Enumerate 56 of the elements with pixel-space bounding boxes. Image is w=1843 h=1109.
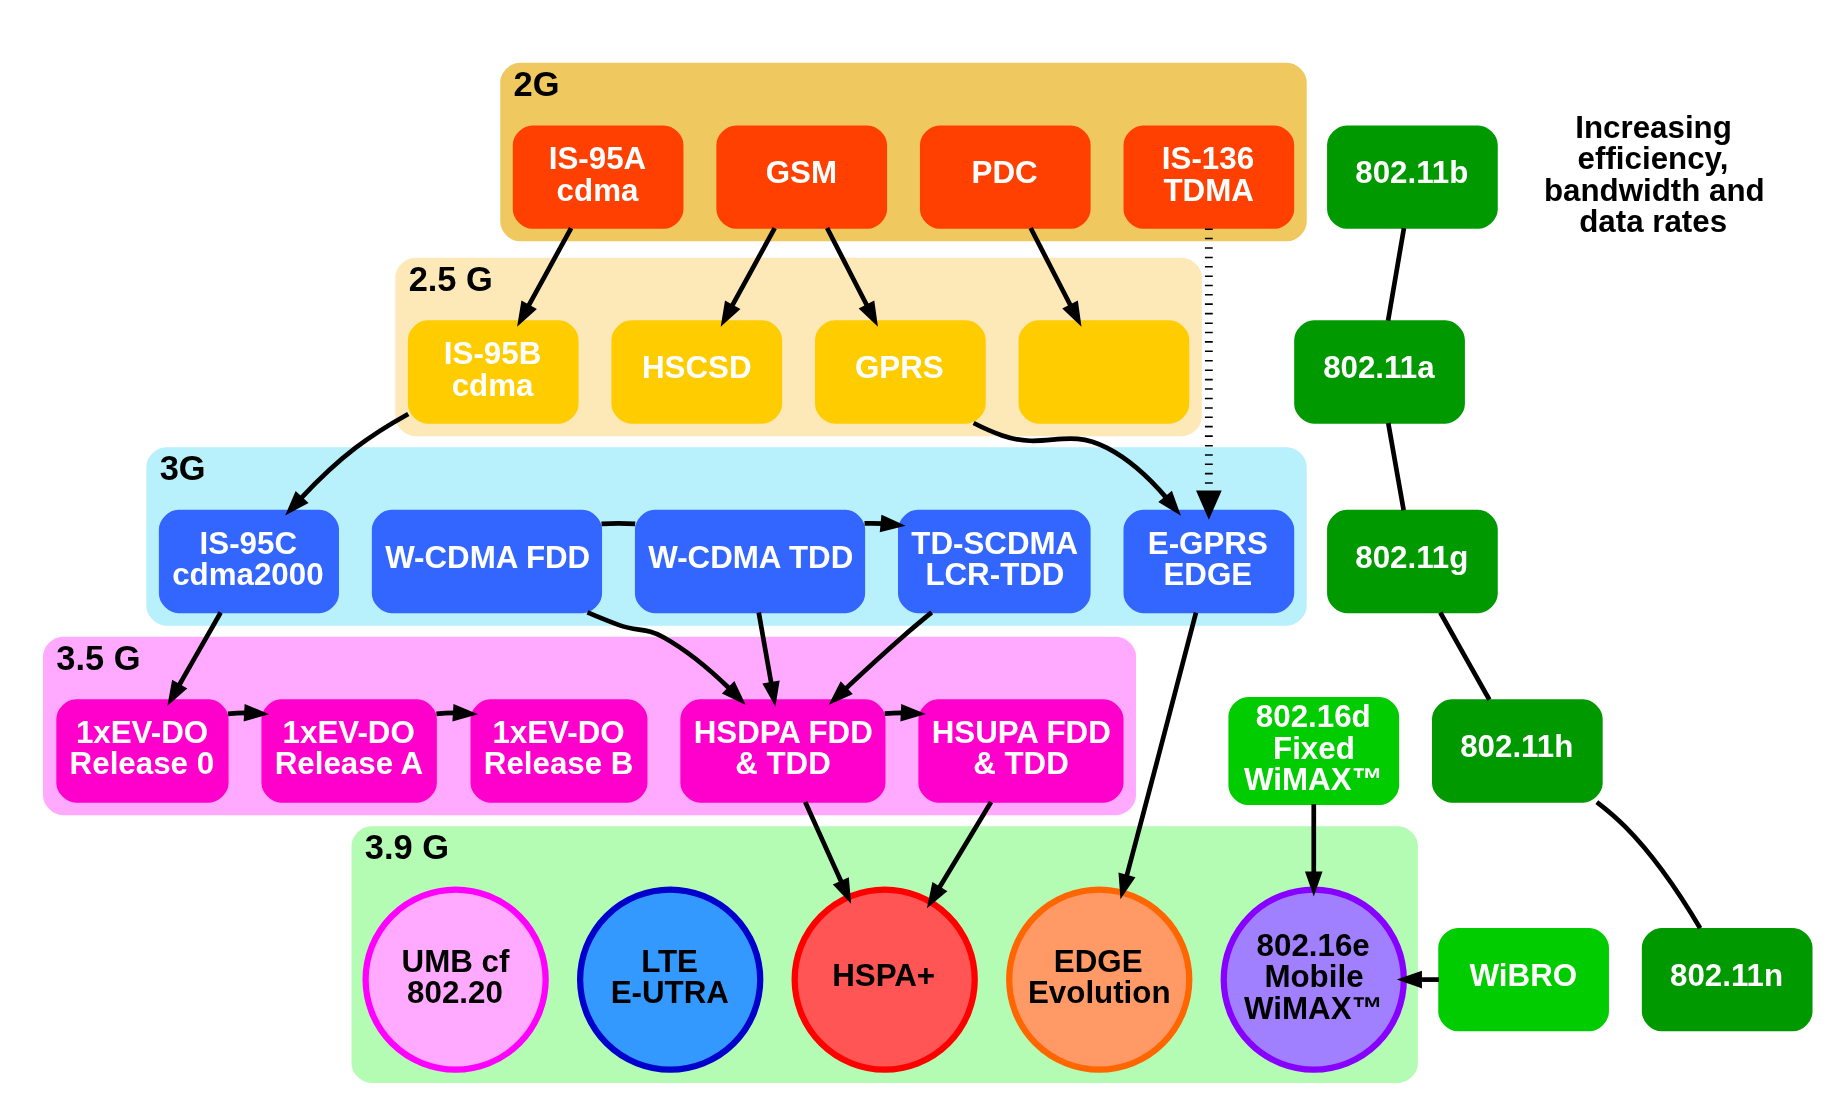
node-box: HSDPA FDD & TDD (680, 699, 886, 803)
node-box: 802.11a (1294, 320, 1465, 424)
node-box: IS-95C cdma2000 (158, 509, 339, 614)
connector (1385, 422, 1406, 511)
arrow (828, 610, 934, 705)
arrow (1396, 970, 1439, 989)
node-box: TD-SCDMA LCR-TDD (898, 509, 1091, 614)
node-box: IS-95B cdma (407, 320, 579, 424)
arrow (285, 411, 410, 516)
node-box: HSUPA FDD & TDD (918, 699, 1124, 803)
arrow (1028, 226, 1082, 327)
arrow (884, 703, 926, 722)
connector (1595, 800, 1703, 930)
node-box: W-CDMA FDD (371, 509, 603, 614)
node-box: 1xEV-DO Release A (261, 699, 437, 803)
arrow (1304, 804, 1323, 897)
node-box (1018, 320, 1190, 424)
node-box: HSCSD (611, 320, 783, 424)
arrow (436, 703, 478, 722)
arrow (756, 612, 780, 707)
arrow (167, 611, 223, 706)
node-box: 1xEV-DO Release 0 (56, 699, 229, 803)
arrow (972, 420, 1181, 516)
node-box: 1xEV-DO Release B (470, 699, 648, 803)
node-box: 802.11g (1327, 509, 1498, 614)
arrow (1196, 228, 1222, 520)
node-box: WiBRO (1438, 927, 1609, 1032)
arrow (926, 800, 994, 909)
node-box: 802.11b (1327, 125, 1498, 229)
node-box: 802.16d Fixed WiMAX™ (1228, 696, 1400, 805)
arrow (720, 226, 777, 327)
connector (1385, 227, 1407, 321)
arrow (803, 801, 852, 904)
arrow (1118, 612, 1199, 900)
arrow (227, 703, 270, 722)
arrow (517, 226, 574, 327)
arrow (586, 610, 746, 706)
node-circle: EDGE Evolution (1006, 886, 1193, 1073)
arrow (864, 514, 906, 533)
node-box: GSM (716, 125, 888, 229)
node-box: PDC (919, 125, 1091, 229)
node-circle: UMB cf 802.20 (362, 886, 549, 1073)
node-box: 802.11h (1432, 699, 1603, 803)
node-circle: HSPA+ (791, 886, 978, 1073)
node-box: W-CDMA TDD (634, 509, 866, 614)
connector (601, 520, 636, 527)
node-circle: LTE E-UTRA (577, 886, 764, 1073)
connector (1438, 611, 1492, 701)
node-box: E-GPRS EDGE (1123, 509, 1295, 614)
node-circle: 802.16e Mobile WiMAX™ (1220, 886, 1407, 1073)
node-box: 802.11n (1641, 927, 1813, 1032)
node-box: GPRS (815, 320, 986, 424)
label: Increasing efficiency, bandwidth and data rates (1543, 109, 1765, 239)
node-box: IS-136 TDMA (1123, 125, 1295, 229)
arrow (825, 226, 878, 327)
node-box: IS-95A cdma (512, 125, 684, 229)
